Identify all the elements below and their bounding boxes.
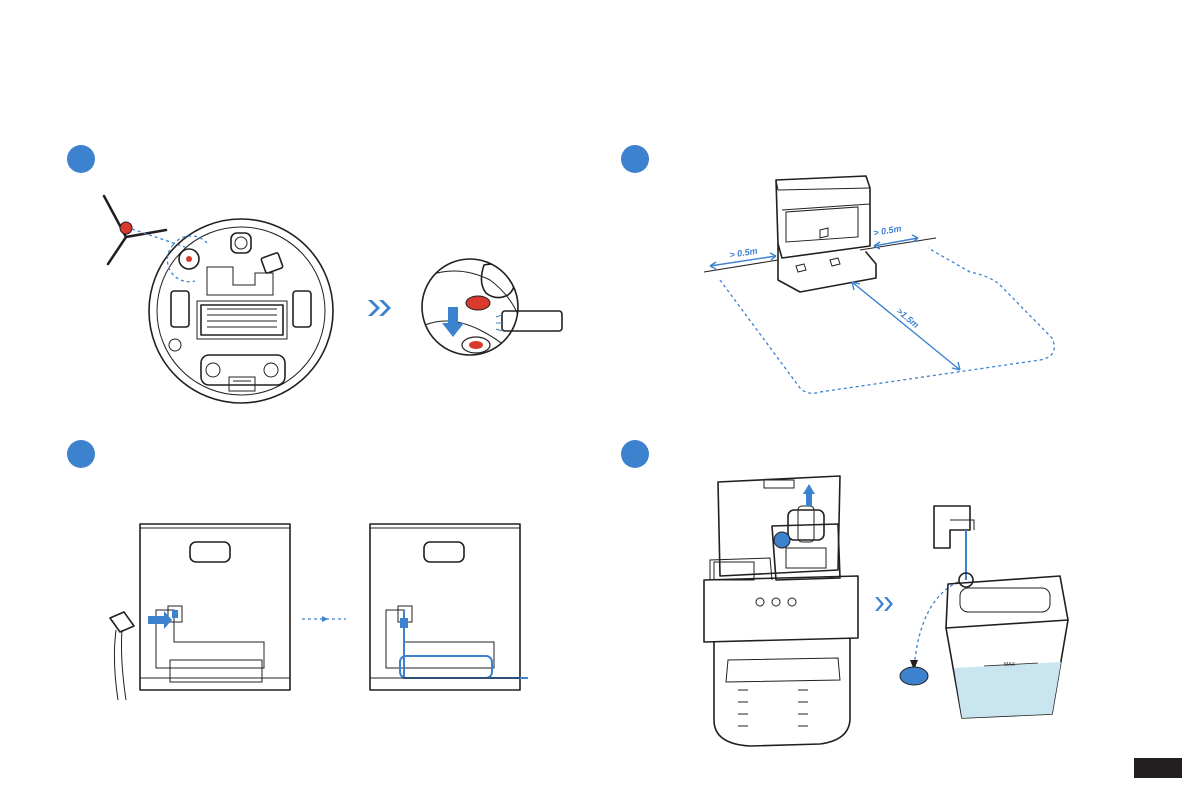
robot-underside-illustration	[145, 215, 345, 415]
next-step-chevrons-1	[366, 298, 396, 318]
step-1-badge	[67, 145, 95, 173]
step-3-badge	[67, 440, 95, 468]
dock-open-lid-illustration	[690, 470, 870, 750]
dock-clearance-illustration: > 0.5m > 0.5m >1.5m	[700, 170, 1070, 400]
dock-back-routed-illustration	[360, 520, 540, 705]
water-tank-fill-illustration: MAX	[890, 500, 1080, 730]
step3-connector-arrow	[300, 612, 350, 626]
right-clearance-label: > 0.5m	[873, 223, 903, 238]
step-2-badge	[621, 145, 649, 173]
power-plug-icon	[110, 612, 134, 700]
faucet-icon	[934, 506, 974, 548]
dock-back-plug-illustration	[100, 520, 300, 705]
page-number-tab	[1134, 758, 1182, 778]
brush-install-detail-illustration	[420, 255, 570, 365]
tank-max-mark: MAX	[1004, 662, 1016, 668]
front-clearance-label: >1.5m	[895, 306, 921, 330]
left-clearance-label: > 0.5m	[729, 246, 758, 260]
step-4-badge	[621, 440, 649, 468]
